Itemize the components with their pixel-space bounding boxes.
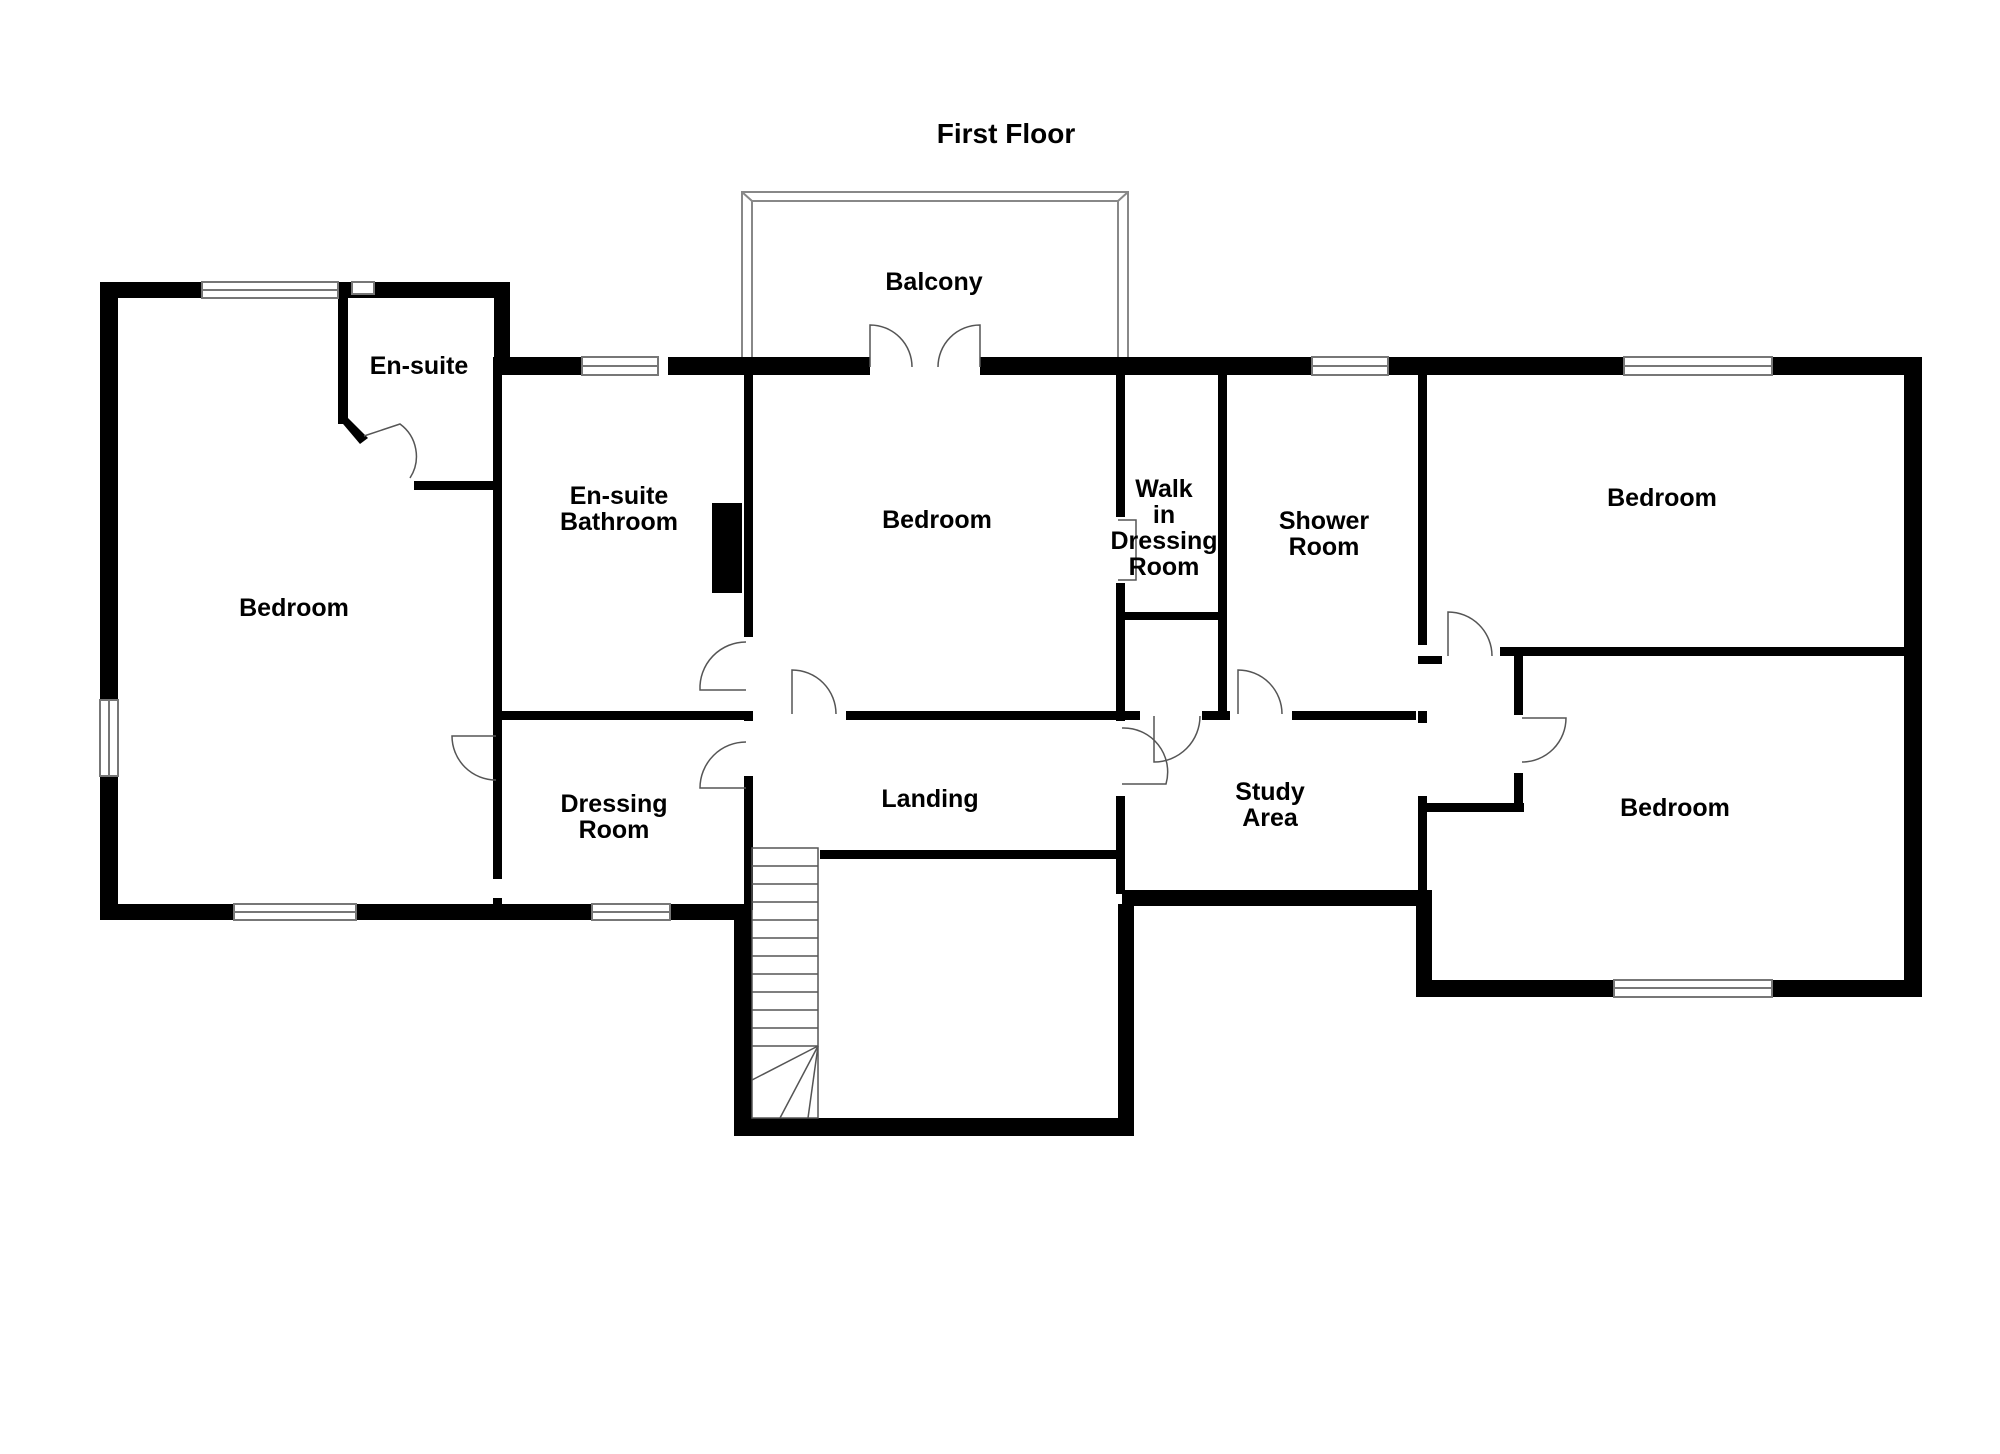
room-label-bedroom-center: Bedroom [882,506,992,534]
room-label-line: Walk [1135,475,1193,503]
room-label-study-area: Study Area [1235,779,1304,831]
room-label-line: En-suite [569,482,669,510]
room-label-balcony: Balcony [885,268,983,296]
room-label-line: Shower [1278,507,1370,535]
room-label-line: Area [1242,804,1298,832]
floor-title: First Floor [936,118,1076,149]
room-label-line: Bathroom [559,508,679,536]
room-label-line: in [1152,501,1176,529]
room-label-line: Room [1128,553,1200,581]
stairs [751,847,819,1119]
room-label-dressing-room: Dressing Room [561,791,668,843]
room-label-walk-in-dressing: Walk in Dressing Room [1111,476,1218,580]
door-swings [363,324,1567,789]
balcony-outline [741,191,1129,357]
windows [99,281,1773,998]
room-label-line: Room [578,816,650,844]
walls [100,282,1922,1136]
room-label-ensuite-bathroom: En-suite Bathroom [560,483,678,535]
room-label-line: Dressing [1110,527,1218,555]
room-label-landing: Landing [881,785,979,813]
room-label-line: Study [1235,778,1305,806]
room-label-shower-room: Shower Room [1279,508,1369,560]
room-label-ensuite: En-suite [369,352,469,380]
room-label-line: Dressing [560,790,668,818]
room-label-line: Room [1288,533,1360,561]
room-label-bedroom-right-bottom: Bedroom [1620,794,1730,822]
room-label-bedroom-right-top: Bedroom [1607,484,1717,512]
room-label-bedroom-left: Bedroom [239,594,349,622]
